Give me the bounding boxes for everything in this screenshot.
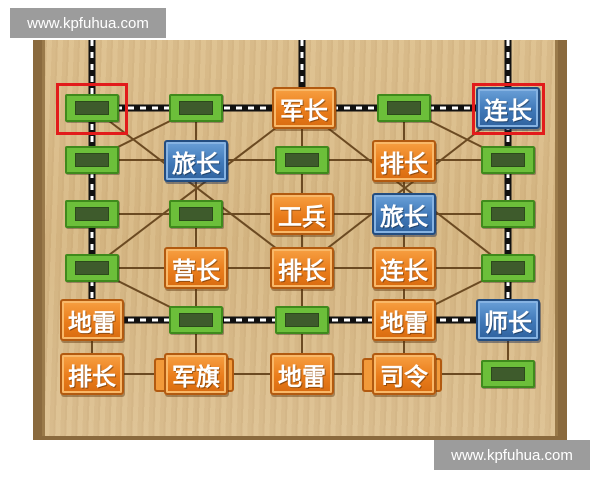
- watermark-top: www.kpfuhua.com: [10, 8, 166, 38]
- empty-slot[interactable]: [275, 146, 329, 174]
- empty-slot[interactable]: [65, 200, 119, 228]
- piece-company-commander[interactable]: 连长: [372, 247, 436, 289]
- piece-brigadier[interactable]: 旅长: [372, 193, 436, 235]
- piece-battalion-commander[interactable]: 营长: [164, 247, 228, 289]
- piece-platoon-leader[interactable]: 排长: [372, 140, 436, 182]
- selection-highlight: [56, 83, 128, 135]
- selection-highlight: [472, 83, 545, 135]
- piece-platoon-leader[interactable]: 排长: [270, 247, 334, 289]
- empty-slot[interactable]: [275, 306, 329, 334]
- piece-landmine[interactable]: 地雷: [60, 299, 124, 341]
- empty-slot[interactable]: [481, 360, 535, 388]
- piece-platoon-leader[interactable]: 排长: [60, 353, 124, 395]
- piece-brigadier[interactable]: 旅长: [164, 140, 228, 182]
- piece-field-marshal[interactable]: 司令: [372, 353, 436, 395]
- empty-slot[interactable]: [65, 146, 119, 174]
- empty-slot[interactable]: [169, 200, 223, 228]
- empty-slot[interactable]: [65, 254, 119, 282]
- piece-flag[interactable]: 军旗: [164, 353, 228, 395]
- piece-landmine[interactable]: 地雷: [372, 299, 436, 341]
- empty-slot[interactable]: [169, 94, 223, 122]
- piece-company-commander[interactable]: 连长: [476, 87, 540, 129]
- empty-slot[interactable]: [377, 94, 431, 122]
- piece-division-commander[interactable]: 师长: [476, 299, 540, 341]
- empty-slot[interactable]: [481, 200, 535, 228]
- piece-engineer[interactable]: 工兵: [270, 193, 334, 235]
- piece-army-commander[interactable]: 军长: [272, 87, 336, 129]
- empty-slot[interactable]: [169, 306, 223, 334]
- piece-landmine[interactable]: 地雷: [270, 353, 334, 395]
- empty-slot[interactable]: [481, 254, 535, 282]
- empty-slot[interactable]: [65, 94, 119, 122]
- empty-slot[interactable]: [481, 146, 535, 174]
- watermark-bottom: www.kpfuhua.com: [434, 440, 590, 470]
